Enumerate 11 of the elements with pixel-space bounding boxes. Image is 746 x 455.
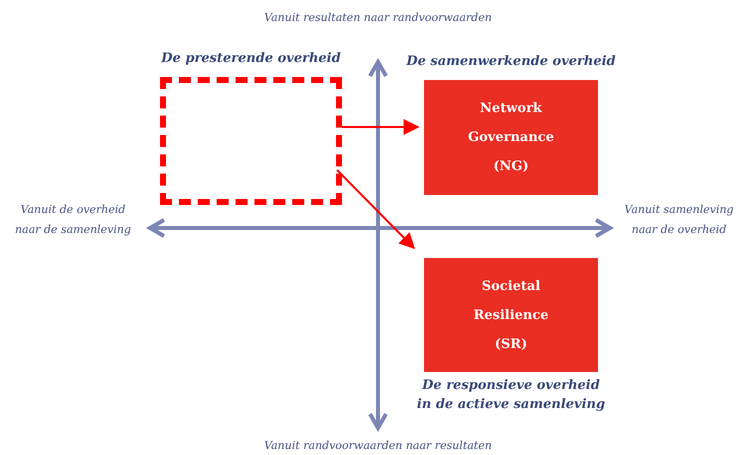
quadrant-heading: De samenwerkende overheid — [405, 53, 617, 71]
axis-label: Vanuit de overheid naar de samenleving — [14, 202, 132, 238]
quadrant-heading: De responsieve overheid in de actieve samenleving — [416, 377, 606, 414]
axis-label: Vanuit samenleving naar de overheid — [623, 202, 735, 238]
arrow — [342, 119, 420, 135]
axis-label: Vanuit resultaten naar randvoorwaarden — [263, 10, 493, 26]
axis-label: Vanuit randvoorwaarden naar resultaten — [263, 438, 493, 454]
box-label: Societal Resilience (SR) — [472, 278, 550, 354]
box-label: Network Governance (NG) — [467, 100, 555, 176]
arrow — [336, 169, 416, 250]
quadrant-heading: De presterende overheid — [160, 50, 342, 68]
